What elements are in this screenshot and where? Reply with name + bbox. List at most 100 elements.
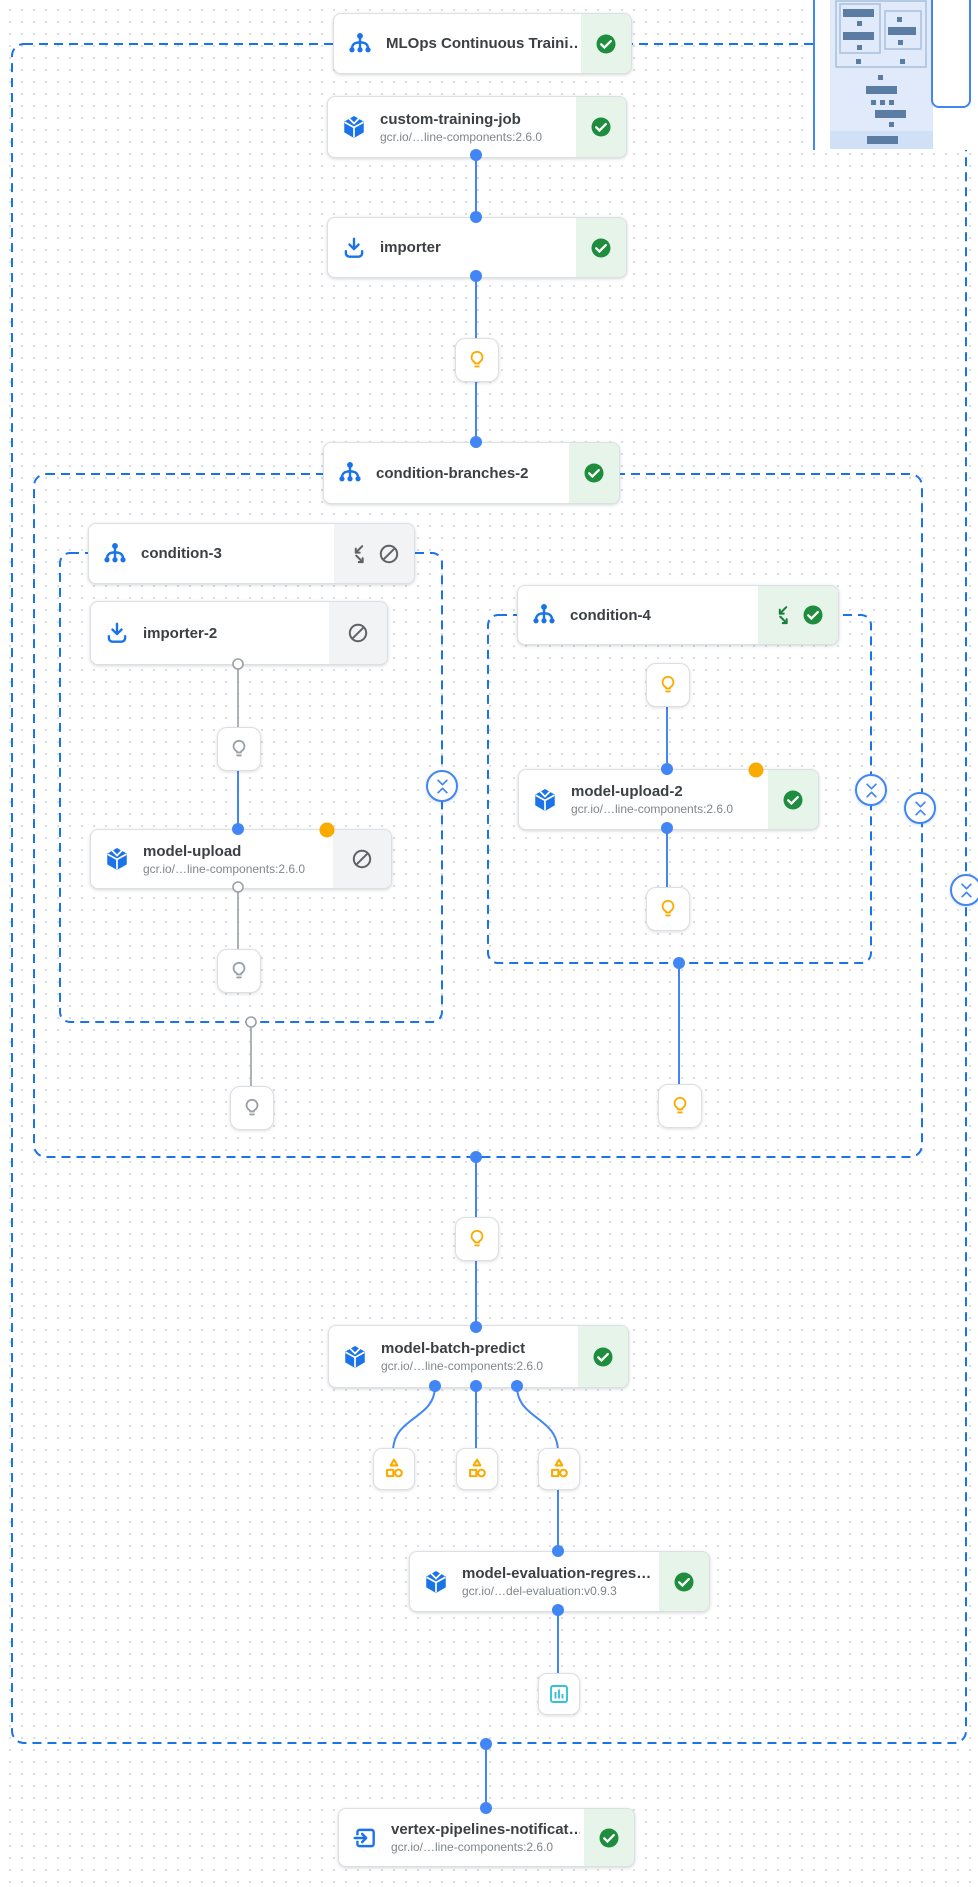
artifact-metrics[interactable] [538,1448,580,1490]
node-subtitle: gcr.io/…line-components:2.6.0 [380,129,543,144]
status-section [576,218,626,277]
artifact-html-report[interactable] [538,1673,580,1715]
status-section [333,830,391,888]
lightbulb-icon [232,739,246,757]
minimap-graph [830,0,933,149]
artifact-metrics[interactable] [456,1448,498,1490]
status-section [768,770,818,829]
node-title: model-upload-2 [571,783,683,800]
node-condition-3[interactable]: condition-3 [88,523,415,584]
skipped-icon [352,849,372,869]
node-condition-branches-2[interactable]: condition-branches-2 [323,442,620,504]
status-section [576,97,626,157]
lightbulb-icon [470,350,484,368]
node-title: model-evaluation-regres… [462,1565,652,1582]
minimap-viewport[interactable] [931,0,971,108]
artifact-condition-lightbulb-skipped[interactable] [217,949,261,993]
lightbulb-icon [673,1096,687,1114]
success-check-icon [783,790,803,809]
artifact-condition-lightbulb[interactable] [646,663,690,707]
lightbulb-icon [470,1229,484,1247]
artifact-metrics[interactable] [373,1448,415,1490]
node-subtitle: gcr.io/…line-components:2.6.0 [143,861,306,876]
node-title: condition-4 [570,606,651,624]
node-importer[interactable]: importer [327,217,627,278]
status-section [584,1809,634,1866]
minimap[interactable] [813,0,978,150]
node-mlops-continuous-training[interactable]: MLOps Continuous Traini… [333,13,632,74]
node-title: model-upload [143,842,242,860]
chevron-down-icon [436,778,448,786]
collapse-group-button-condition-3[interactable] [426,770,458,802]
node-title: condition-branches-2 [376,464,529,482]
lightbulb-icon [661,675,675,693]
artifact-condition-lightbulb-skipped[interactable] [230,1086,274,1130]
chevron-up-icon [960,890,972,898]
node-model-batch-predict[interactable]: model-batch-predict gcr.io/…line-componen… [328,1325,629,1388]
pipeline-branch-icon [324,460,376,486]
success-check-icon [591,238,611,257]
node-title: vertex-pipelines-notificat… [391,1821,580,1838]
chevron-up-icon [865,790,877,798]
success-check-icon [596,34,616,53]
node-title: custom-training-job [380,110,521,128]
collapse-group-button-condition-branches-2[interactable] [904,792,936,824]
status-section [758,586,838,644]
lightbulb-icon [661,899,675,917]
container-cube-icon [519,787,571,813]
lightbulb-icon [232,961,246,979]
node-title: MLOps Continuous Traini… [386,35,577,52]
node-subtitle: gcr.io/…del-evaluation:v0.9.3 [462,1584,617,1598]
collapse-subgraph-icon[interactable] [772,604,794,626]
metrics-icon [469,1458,486,1478]
node-title: condition-3 [141,545,222,562]
node-title: importer [380,239,441,256]
node-subtitle: gcr.io/…line-components:2.6.0 [381,1359,544,1373]
chevron-up-icon [914,808,926,816]
pipeline-branch-icon [334,31,386,57]
success-check-icon [674,1572,694,1591]
node-title: model-batch-predict [381,1340,526,1357]
artifact-condition-lightbulb[interactable] [646,887,690,931]
chevron-down-icon [960,882,972,890]
node-subtitle: gcr.io/…line-components:2.6.0 [391,1840,554,1854]
importer-icon [91,620,143,646]
collapse-group-button-pipeline[interactable] [950,874,978,906]
success-check-icon [803,605,822,625]
status-section [334,524,414,583]
artifact-condition-lightbulb[interactable] [455,338,499,382]
artifact-condition-lightbulb-skipped[interactable] [217,727,261,771]
success-check-icon [591,117,611,137]
node-model-evaluation-regression[interactable]: model-evaluation-regres… gcr.io/…del-eval… [409,1551,710,1612]
collapse-subgraph-icon[interactable] [348,543,370,565]
skipped-icon [379,544,398,563]
pipeline-branch-icon [518,602,570,628]
skipped-icon [348,623,368,643]
success-check-icon [593,1347,613,1366]
node-importer-2[interactable]: importer-2 [90,601,388,665]
metrics-icon [551,1458,568,1478]
container-cube-icon [410,1569,462,1595]
lightbulb-icon [245,1098,259,1116]
importer-icon [328,235,380,261]
artifact-condition-lightbulb[interactable] [658,1084,702,1128]
chevron-up-icon [436,786,448,794]
node-condition-4[interactable]: condition-4 [517,585,839,645]
node-title: importer-2 [143,624,218,642]
status-section [581,14,631,73]
chart-icon [550,1685,568,1703]
artifact-condition-lightbulb[interactable] [455,1217,499,1261]
node-vertex-pipelines-notification[interactable]: vertex-pipelines-notificat… gcr.io/…line-… [338,1808,635,1867]
collapse-group-button-condition-4[interactable] [855,774,887,806]
chevron-down-icon [865,782,877,790]
node-subtitle: gcr.io/…line-components:2.6.0 [571,802,734,816]
status-section [659,1552,709,1611]
node-model-upload-2[interactable]: model-upload-2 gcr.io/…line-components:2.… [518,769,819,830]
container-cube-icon [329,1344,381,1370]
success-check-icon [599,1828,619,1847]
metrics-icon [386,1458,403,1478]
status-section [569,443,619,503]
container-cube-icon [328,114,380,140]
